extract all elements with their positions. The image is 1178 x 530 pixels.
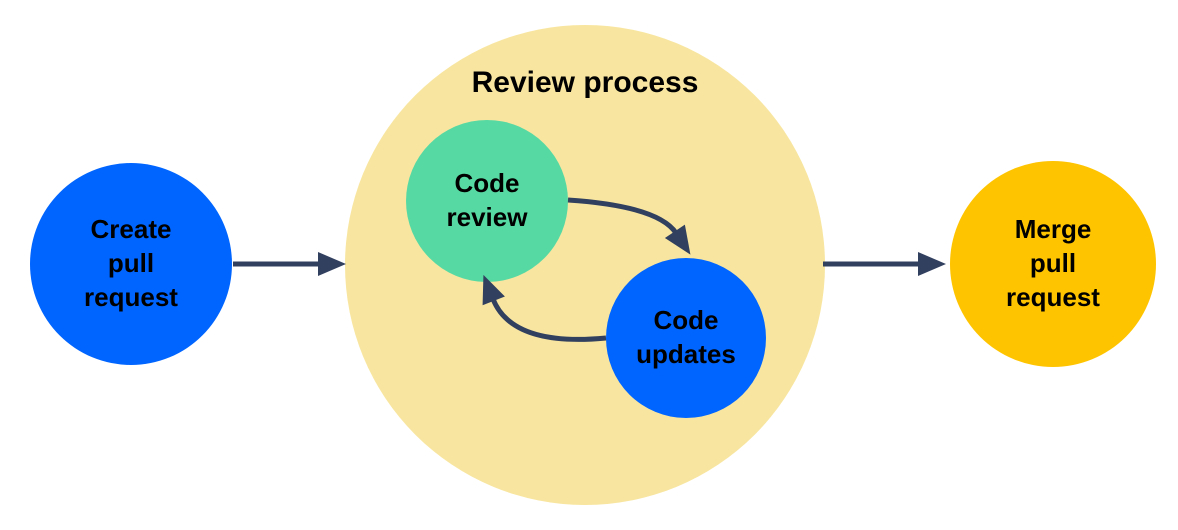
node-code-review-label: Code review — [446, 168, 528, 232]
node-code-updates: Code updates — [606, 258, 766, 418]
node-create-pull-request: Create pull request — [30, 163, 232, 365]
review-process-group-circle — [345, 25, 825, 505]
node-merge-pull-request: Merge pull request — [950, 161, 1156, 367]
node-code-updates-label: Code updates — [636, 305, 736, 369]
node-create-pull-request-label: Create pull request — [84, 214, 178, 312]
review-process-label: Review process — [471, 66, 699, 99]
node-merge-pull-request-label: Merge pull request — [1006, 214, 1100, 312]
node-code-review: Code review — [406, 120, 568, 282]
